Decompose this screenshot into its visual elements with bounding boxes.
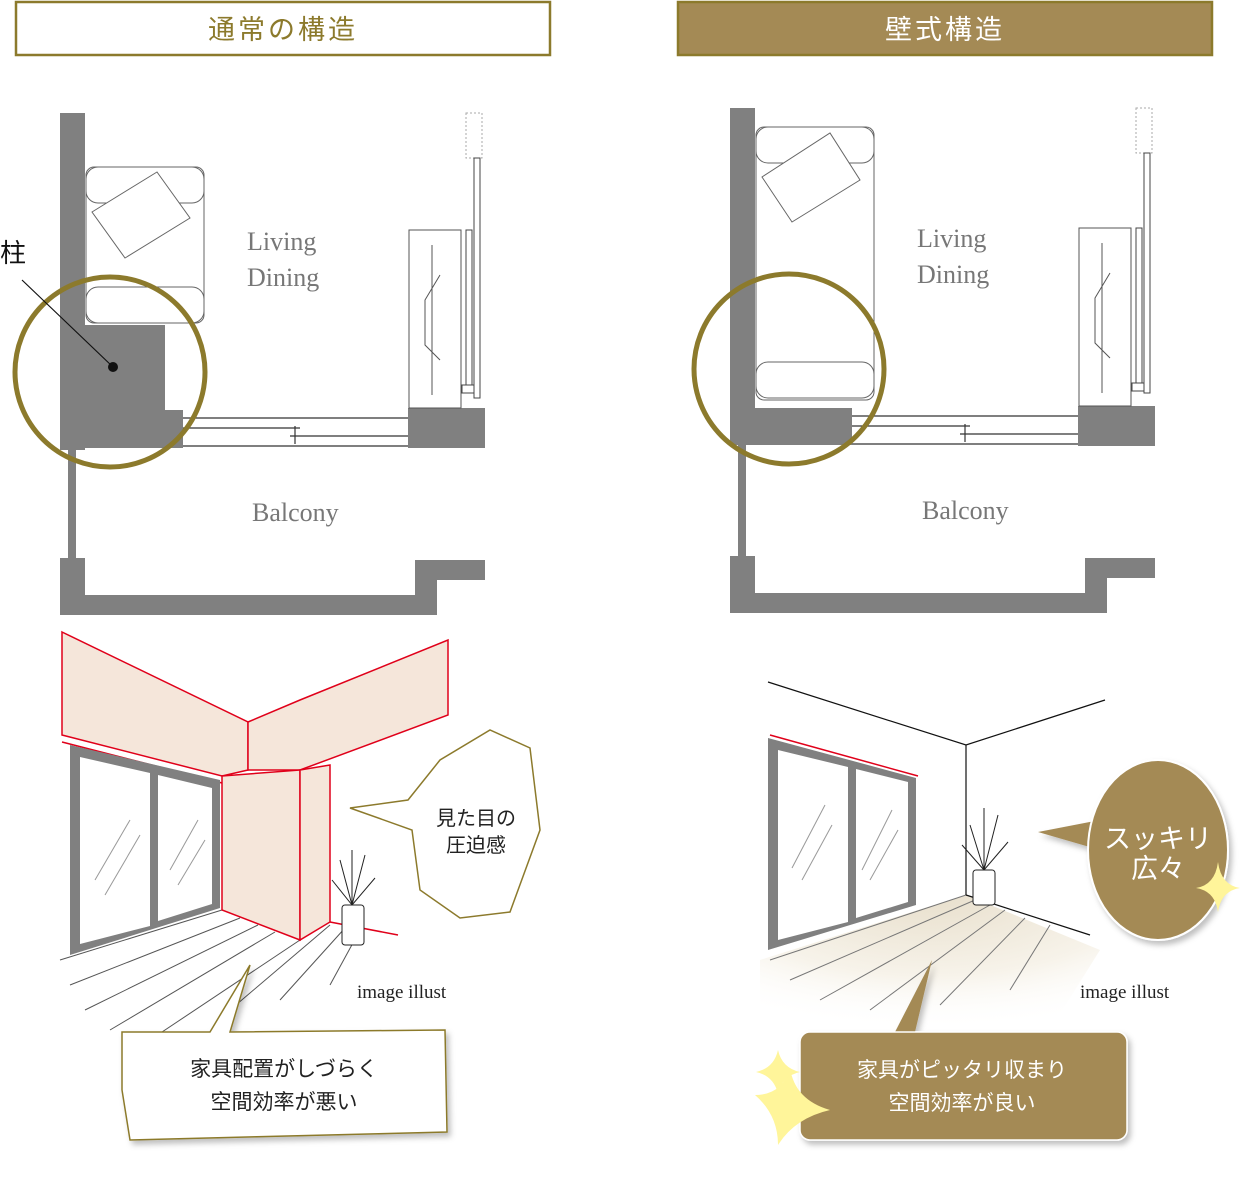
floor-plan-wall: Living Dining Balcony <box>691 107 1155 613</box>
window-sash <box>852 415 1080 445</box>
room-label-living: Living <box>917 224 986 253</box>
sparkle-icon <box>756 1050 800 1094</box>
bubble-text-line1: 見た目の <box>436 806 516 830</box>
balcony-rail <box>738 445 746 557</box>
bubble-text-line2: 広々 <box>1131 854 1185 885</box>
balcony-rail <box>68 448 76 560</box>
highlight-circle <box>12 274 208 470</box>
note-text-line2: 空間効率が悪い <box>211 1090 358 1114</box>
note-text-line1: 家具配置がしづらく <box>190 1057 378 1081</box>
bubble-text-line2: 圧迫感 <box>446 833 506 857</box>
illustration-wall: スッキリ 広々 image illust 家具がピッタリ収まり 空間効率が良い <box>755 681 1240 1145</box>
sparkle-icon <box>1196 862 1240 912</box>
side-window <box>461 112 483 399</box>
balcony-label: Balcony <box>922 496 1009 525</box>
side-window <box>1131 107 1153 394</box>
header-wall-label: 壁式構造 <box>885 15 1005 46</box>
sparkle-icon <box>755 1068 830 1145</box>
window-sash <box>183 417 410 447</box>
speech-bubble-pressure: 見た目の 圧迫感 <box>349 729 541 919</box>
image-illust-caption: image illust <box>357 982 447 1003</box>
note-bubble-bad: 家具配置がしづらく 空間効率が悪い <box>121 964 448 1141</box>
leader-line <box>21 279 114 368</box>
header-wall-structure: 壁式構造 <box>676 0 1214 57</box>
speech-bubble-spacious: スッキリ 広々 <box>1038 759 1229 941</box>
header-normal-label: 通常の構造 <box>208 15 358 46</box>
highlight-circle <box>691 271 887 467</box>
header-normal-structure: 通常の構造 <box>14 0 552 57</box>
sofa <box>85 166 205 324</box>
plant-icon <box>961 808 1009 906</box>
leader-dot <box>108 362 118 372</box>
room-label-dining: Dining <box>917 260 989 289</box>
plant-icon <box>331 850 376 946</box>
window <box>768 734 919 950</box>
sofa <box>755 126 875 401</box>
floor-lines <box>769 894 1051 1011</box>
room-label-dining: Dining <box>247 263 319 292</box>
balcony-wall <box>730 556 1155 613</box>
wall <box>730 108 852 445</box>
note-bubble-good: 家具がピッタリ収まり 空間効率が良い <box>799 960 1128 1141</box>
beam <box>61 630 449 942</box>
room-label-living: Living <box>247 227 316 256</box>
balcony-label: Balcony <box>252 498 339 527</box>
window <box>70 745 220 955</box>
column-label: 柱 <box>0 239 26 269</box>
floor-lines <box>59 909 361 1041</box>
balcony-wall <box>60 558 485 615</box>
image-illust-caption: image illust <box>1080 982 1170 1003</box>
column <box>60 325 183 448</box>
cabinet <box>1078 227 1132 407</box>
wall <box>1078 406 1155 446</box>
illustration-normal: 見た目の 圧迫感 image illust 家具配置がしづらく 空間効率が悪い <box>59 630 541 1141</box>
cabinet <box>408 229 462 409</box>
note-text-line2: 空間効率が良い <box>889 1091 1036 1115</box>
note-text-line1: 家具がピッタリ収まり <box>857 1058 1067 1082</box>
wall <box>408 408 485 448</box>
bubble-text-line1: スッキリ <box>1104 824 1212 855</box>
floor-plan-normal: 柱 Living Dining Balcony <box>0 112 485 615</box>
